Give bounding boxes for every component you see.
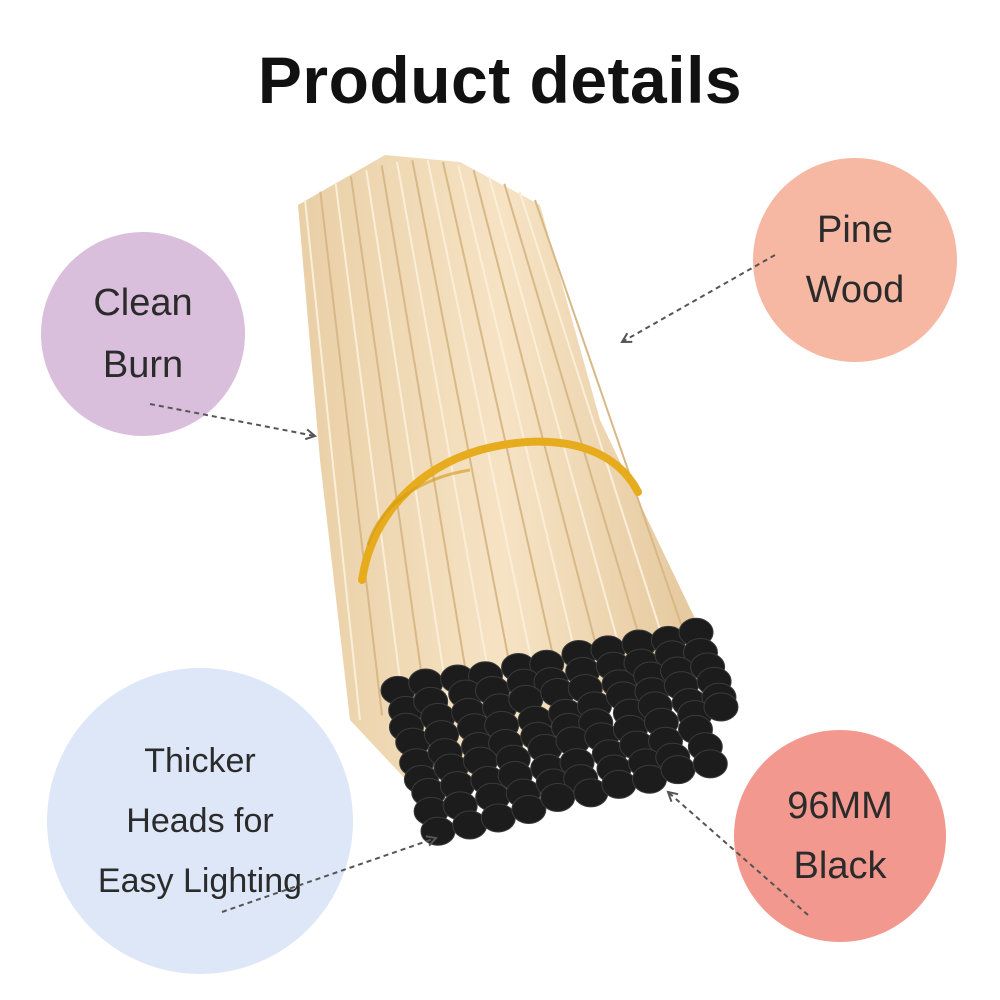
match-head	[692, 749, 728, 779]
stick-line	[304, 199, 361, 721]
stick-line	[503, 183, 647, 660]
stick-line	[380, 165, 471, 697]
black-96mm-arrow	[668, 792, 809, 916]
rubber-band	[358, 437, 642, 584]
stick-line	[442, 161, 559, 679]
thicker-heads-arrow	[221, 838, 436, 913]
stick-lines	[304, 160, 691, 721]
match-head	[540, 782, 576, 812]
pine-wood-label: Pine Wood	[805, 209, 905, 311]
stick-line	[396, 161, 493, 693]
thicker-heads-bubble: Thicker Heads for Easy Lighting	[47, 668, 353, 974]
match-head	[601, 769, 637, 799]
pine-wood-arrow	[622, 254, 776, 342]
stick-line	[488, 176, 625, 665]
pointer-arrows	[149, 254, 809, 916]
stick-line	[457, 165, 581, 674]
match-head	[703, 692, 739, 722]
pine-wood-bubble: Pine Wood	[753, 158, 957, 362]
black-96mm-label: 96MM Black	[787, 785, 893, 887]
match-head	[511, 794, 547, 824]
thicker-heads-label: Thicker Heads for Easy Lighting	[97, 742, 303, 900]
stick-line	[518, 191, 669, 655]
clean-burn-arrow	[149, 403, 315, 436]
stick-line	[334, 183, 405, 711]
stick-line	[534, 199, 691, 651]
stick-line	[365, 170, 449, 702]
page-title: Product details	[257, 43, 743, 117]
black-96mm-bubble: 96MM Black	[734, 730, 946, 942]
stick-line	[426, 160, 537, 683]
rubber-band-back	[366, 468, 471, 546]
clean-burn-label: Clean Burn	[93, 282, 193, 386]
matchstick-bundle	[298, 155, 739, 846]
stick-line	[411, 160, 515, 688]
match-head	[660, 755, 696, 785]
stick-line	[472, 170, 603, 669]
stick-line	[350, 176, 427, 707]
match-head	[480, 803, 516, 833]
match-heads	[380, 617, 739, 846]
stick-line	[319, 191, 383, 716]
clean-burn-bubble: Clean Burn	[41, 232, 245, 436]
